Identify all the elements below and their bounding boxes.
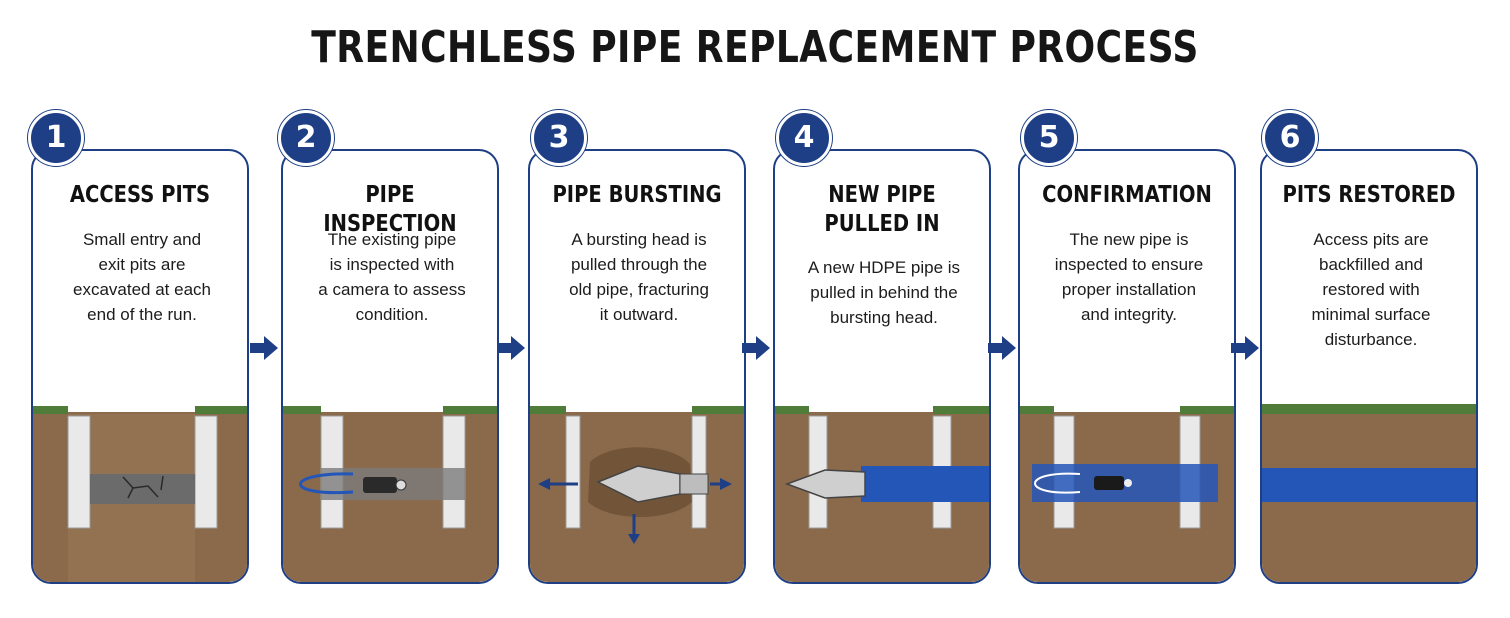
next-step-arrow-icon (742, 336, 770, 360)
description-line: A new HDPE pipe is (807, 258, 961, 277)
description-line: Access pits are (1313, 230, 1429, 249)
step-number-badge: 3 (531, 110, 587, 166)
new-hdpe-pipe (1262, 468, 1476, 502)
step-heading: CONFIRMATION (1036, 181, 1218, 210)
step-description: A bursting head is pulled through the ol… (540, 227, 738, 327)
step-heading: PIPE INSPECTION (299, 181, 481, 239)
heading-line: PIPE INSPECTION (323, 182, 457, 237)
description-line: inspected to ensure (1054, 255, 1204, 274)
step-description: A new HDPE pipe is pulled in behind the … (785, 255, 983, 330)
heading-line: PULLED IN (824, 211, 940, 237)
confirmation-illustration (1020, 406, 1234, 582)
step-number-badge: 4 (776, 110, 832, 166)
description-line: it outward. (599, 305, 679, 324)
heading-line: ACCESS PITS (69, 182, 211, 208)
description-line: exit pits are (98, 255, 186, 274)
description-line: Small entry and (82, 230, 202, 249)
description-line: a camera to assess (318, 280, 466, 299)
heading-line: NEW PIPE (828, 182, 936, 208)
heading-line: CONFIRMATION (1042, 182, 1212, 208)
step-description: Access pits are backfilled and restored … (1272, 227, 1470, 352)
description-line: pulled through the (570, 255, 708, 274)
description-line: and integrity. (1080, 305, 1178, 324)
description-line: The existing pipe (327, 230, 457, 249)
new-pipe-illustration (775, 406, 989, 582)
step-heading: ACCESS PITS (49, 181, 231, 210)
description-line: excavated at each (73, 280, 211, 299)
description-line: minimal surface (1311, 305, 1431, 324)
description-line: proper installation (1061, 280, 1197, 299)
description-line: old pipe, fracturing (569, 280, 709, 299)
step-panel-pipe-bursting: PIPE BURSTING A bursting head is pulled … (528, 149, 746, 584)
step-description: The new pipe is inspected to ensure prop… (1030, 227, 1228, 327)
step-number-badge: 5 (1021, 110, 1077, 166)
description-line: disturbance. (1324, 330, 1418, 349)
expansion-arrow-icon (720, 478, 732, 490)
step-panel-new-pipe-pulled-in: NEW PIPE PULLED IN A new HDPE pipe is pu… (773, 149, 991, 584)
description-line: A bursting head is (571, 230, 707, 249)
description-line: end of the run. (87, 305, 197, 324)
heading-line: PIPE BURSTING (552, 182, 722, 208)
old-pipe (90, 474, 195, 504)
pits-restored-illustration (1262, 404, 1476, 582)
inspection-camera-icon (1094, 476, 1124, 490)
step-panel-access-pits: ACCESS PITS Small entry and exit pits ar… (31, 149, 249, 584)
step-heading: NEW PIPE PULLED IN (791, 181, 973, 239)
access-pits-illustration (33, 406, 247, 582)
step-heading: PIPE BURSTING (546, 181, 728, 210)
description-line: is inspected with (329, 255, 455, 274)
description-line: condition. (355, 305, 429, 324)
bursting-head-icon (784, 469, 866, 499)
step-panel-confirmation: CONFIRMATION The new pipe is inspected t… (1018, 149, 1236, 584)
heading-line: PITS RESTORED (1282, 182, 1456, 208)
next-step-arrow-icon (250, 336, 278, 360)
description-line: backfilled and (1319, 255, 1423, 274)
next-step-arrow-icon (988, 336, 1016, 360)
description-line: bursting head. (830, 308, 938, 327)
description-line: restored with (1322, 280, 1420, 299)
pipe-inspection-illustration (283, 406, 497, 582)
step-description: The existing pipe is inspected with a ca… (293, 227, 491, 327)
description-line: The new pipe is (1069, 230, 1189, 249)
expansion-arrow-icon (538, 478, 550, 490)
step-panel-pipe-inspection: PIPE INSPECTION The existing pipe is ins… (281, 149, 499, 584)
step-description: Small entry and exit pits are excavated … (43, 227, 241, 327)
new-hdpe-pipe (861, 466, 989, 502)
expansion-arrow-icon (628, 534, 640, 544)
next-step-arrow-icon (497, 336, 525, 360)
pipe-bursting-illustration (530, 406, 744, 582)
step-number-badge: 2 (278, 110, 334, 166)
step-panel-pits-restored: PITS RESTORED Access pits are backfilled… (1260, 149, 1478, 584)
next-step-arrow-icon (1231, 336, 1259, 360)
page-title: TRENCHLESS PIPE REPLACEMENT PROCESS (311, 22, 1199, 73)
description-line: pulled in behind the (810, 283, 958, 302)
inspection-camera-icon (363, 477, 397, 493)
step-number-badge: 1 (28, 110, 84, 166)
step-number-badge: 6 (1262, 110, 1318, 166)
step-heading: PITS RESTORED (1278, 181, 1460, 210)
